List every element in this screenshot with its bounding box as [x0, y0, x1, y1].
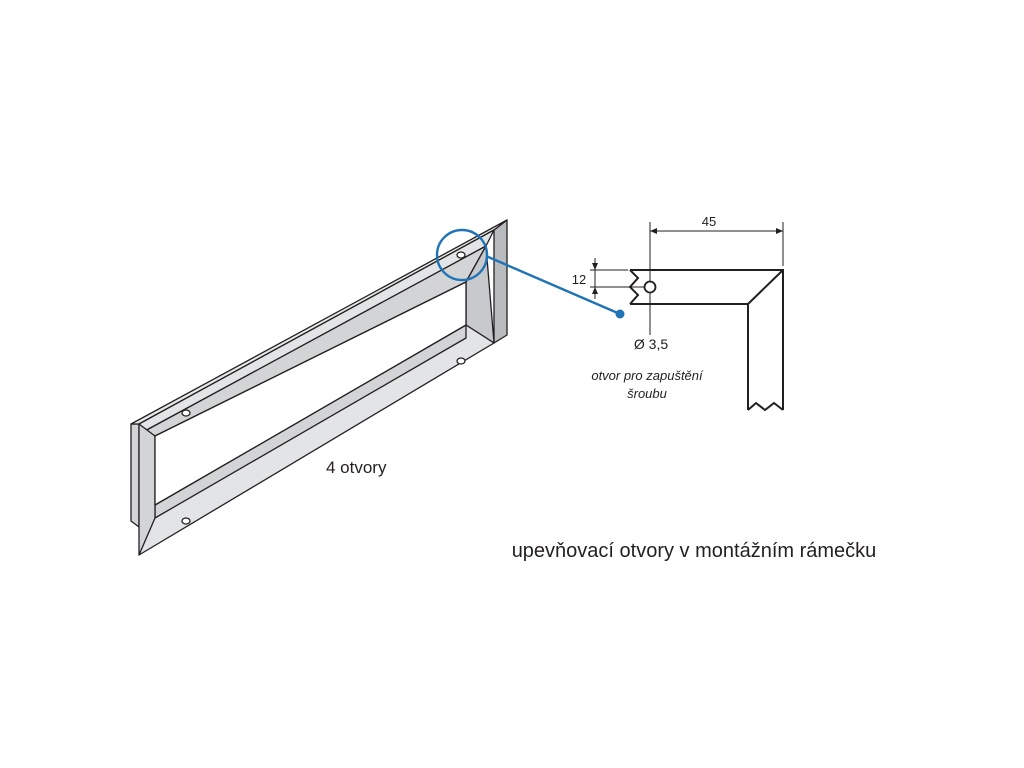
- profile-break-bottom: [747, 401, 784, 412]
- frame-screw-holes: [181, 251, 466, 525]
- callout-leader-line: [485, 254, 621, 316]
- detail-section: [628, 269, 784, 412]
- frame-opening-outline: [154, 281, 467, 506]
- dimension-diameter-label: Ø 3,5: [634, 336, 668, 352]
- screw-hole-icon: [181, 517, 191, 525]
- frame-left-post: [138, 423, 156, 556]
- dimension-offset-label: 12: [572, 272, 586, 287]
- frame-right-depth: [493, 219, 508, 344]
- highlight-circle: [435, 228, 489, 282]
- frame-back-flange: [130, 423, 140, 528]
- hole-note-line2: šroubu: [627, 386, 667, 401]
- dimension-offset: [590, 258, 644, 299]
- screw-hole-icon: [456, 357, 466, 365]
- mounting-frame: [130, 219, 508, 556]
- holes-count-label: 4 otvory: [326, 458, 387, 477]
- detail-screw-hole: [643, 280, 657, 294]
- screw-hole-icon: [456, 251, 466, 259]
- screw-hole-icon: [181, 409, 191, 417]
- diagram-caption: upevňovací otvory v montážním rámečku: [512, 540, 877, 562]
- hole-note-line1: otvor pro zapuštění: [591, 368, 704, 383]
- dimension-width-label: 45: [702, 214, 716, 229]
- profile-corner-bevel: [747, 269, 784, 305]
- callout-dot: [615, 309, 625, 319]
- dimension-width: [649, 222, 784, 282]
- detail-callout: [435, 228, 625, 319]
